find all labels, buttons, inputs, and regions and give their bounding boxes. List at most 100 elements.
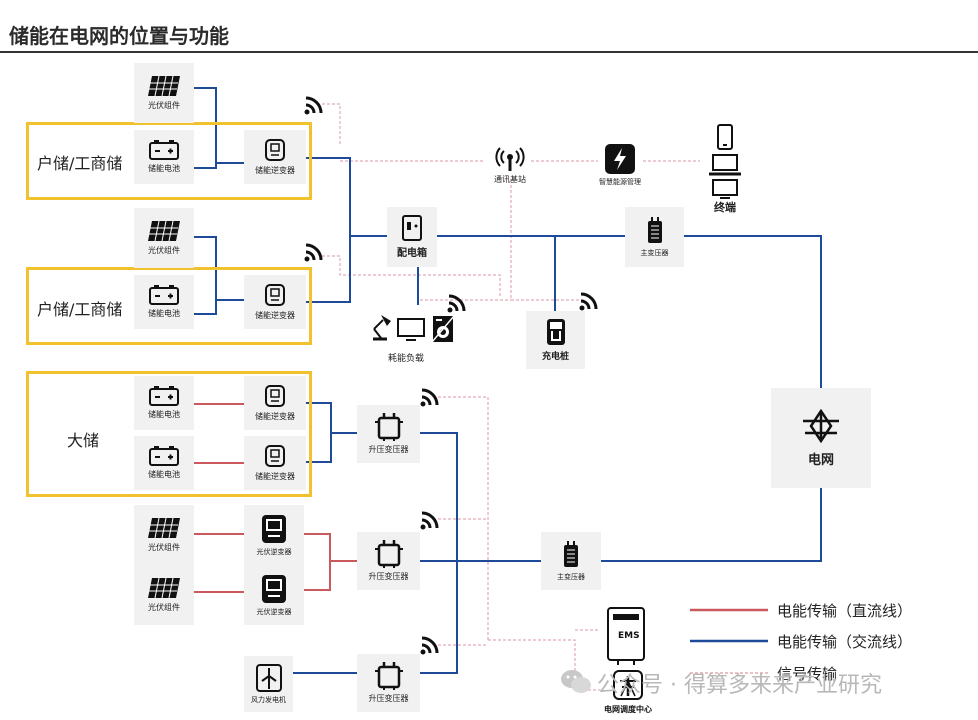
inverter-icon xyxy=(265,385,285,407)
energy-management-label: 智慧能源管理 xyxy=(599,178,641,186)
step-up-transformer-label: 升压变压器 xyxy=(368,694,409,703)
legend-signal-label: 信号传输 xyxy=(777,665,838,683)
energy-management-icon xyxy=(605,144,635,174)
solar-panel-icon xyxy=(148,75,180,97)
terminal-label: 终端 xyxy=(714,201,736,214)
battery-label: 储能电池 xyxy=(148,164,180,173)
battery-icon xyxy=(149,386,179,406)
load-devices: 耗能负载 xyxy=(365,305,465,365)
solar-panel-icon xyxy=(148,577,180,599)
pv-inverter-node: 光伏逆变器 xyxy=(244,505,304,565)
wifi-signal-icon xyxy=(304,243,323,262)
inverter-label: 储能逆变器 xyxy=(255,311,295,320)
wechat-logo-icon xyxy=(561,670,591,693)
step-up-transformer-icon xyxy=(374,413,403,441)
main-transformer-node: 主变压器 xyxy=(625,207,684,267)
pv-module-node: 光伏组件 xyxy=(134,505,194,565)
transformer-icon xyxy=(564,540,578,567)
group-household-2 xyxy=(26,267,312,345)
energy-management: 智慧能源管理 xyxy=(594,143,646,191)
pv-module-node: 光伏组件 xyxy=(134,565,194,625)
grid-icon xyxy=(803,408,839,443)
storage-inverter-node: 储能逆变器 xyxy=(244,130,306,184)
load-label: 耗能负载 xyxy=(388,354,425,364)
comm-station: 通讯基站 xyxy=(485,146,535,192)
grid-label: 电网 xyxy=(807,452,834,468)
inverter-icon xyxy=(265,445,285,467)
ems-icon xyxy=(607,607,645,665)
transformer-icon xyxy=(647,216,662,243)
group-household-1 xyxy=(26,122,312,200)
battery-icon xyxy=(149,446,179,466)
monitor-icon xyxy=(712,179,738,199)
laptop-icon xyxy=(709,154,741,176)
terminal-devices: 终端 xyxy=(700,124,750,224)
wifi-signal-icon xyxy=(420,636,439,655)
pv-module-node: 光伏组件 xyxy=(134,208,194,268)
distribution-box-node: 配电箱 xyxy=(387,207,437,267)
legend-swatches xyxy=(690,608,768,674)
ems-device: EMS xyxy=(600,606,652,666)
main-transformer-node: 主变压器 xyxy=(541,532,601,590)
battery-icon xyxy=(149,140,179,160)
grid-node: 电网 xyxy=(771,388,871,488)
step-up-transformer-node: 升压变压器 xyxy=(357,532,420,590)
pv-module-label: 光伏组件 xyxy=(148,246,180,255)
wind-turbine-icon xyxy=(255,663,282,692)
step-up-transformer-label: 升压变压器 xyxy=(368,445,409,454)
step-up-transformer-icon xyxy=(374,662,403,690)
dc-lines xyxy=(194,403,357,593)
phone-icon xyxy=(717,124,733,150)
legend-ac-label: 电能传输（交流线） xyxy=(777,633,913,651)
inverter-icon xyxy=(265,284,285,306)
step-up-transformer-label: 升压变压器 xyxy=(368,572,409,581)
pv-module-label: 光伏组件 xyxy=(148,543,180,552)
legend-dc-label: 电能传输（直流线） xyxy=(777,602,913,620)
battery-label: 储能电池 xyxy=(148,470,180,479)
dispatch-center: 电网调度中心 xyxy=(598,670,658,720)
group-large-storage xyxy=(26,371,312,497)
main-transformer-label: 主变压器 xyxy=(557,572,585,581)
inverter-icon xyxy=(265,139,285,161)
step-up-transformer-node: 升压变压器 xyxy=(357,405,420,463)
step-up-transformer-icon xyxy=(374,540,403,568)
charging-pile-label: 充电桩 xyxy=(541,352,569,362)
inverter-label: 储能逆变器 xyxy=(255,412,295,421)
pv-inverter-icon xyxy=(262,574,286,603)
storage-inverter-node: 储能逆变器 xyxy=(244,436,306,490)
dispatch-tower-icon xyxy=(613,670,643,700)
inverter-label: 储能逆变器 xyxy=(255,166,295,175)
pv-module-label: 光伏组件 xyxy=(148,603,180,612)
group-label-large: 大储 xyxy=(67,431,100,450)
antenna-icon xyxy=(495,147,525,171)
pv-inverter-label: 光伏逆变器 xyxy=(256,547,292,556)
pv-inverter-icon xyxy=(262,514,286,543)
wind-generator-label: 风力发电机 xyxy=(251,695,286,704)
pv-module-label: 光伏组件 xyxy=(148,101,180,110)
group-label-household-1: 户储/工商储 xyxy=(37,154,123,173)
charging-pile-node: 充电桩 xyxy=(526,311,585,369)
battery-node: 储能电池 xyxy=(134,130,194,184)
pv-module-node: 光伏组件 xyxy=(134,63,194,123)
battery-node: 储能电池 xyxy=(134,376,194,430)
wind-generator-node: 风力发电机 xyxy=(244,656,293,712)
wifi-signal-icon xyxy=(420,511,439,530)
step-up-transformer-node: 升压变压器 xyxy=(357,654,420,712)
battery-label: 储能电池 xyxy=(148,309,180,318)
lamp-icon xyxy=(373,315,391,341)
pv-inverter-label: 光伏逆变器 xyxy=(256,607,292,616)
signal-lines xyxy=(322,103,700,691)
wifi-signal-icon xyxy=(304,96,323,115)
watermark-text: 公众号 · 得算多来来产业研究 xyxy=(597,673,882,698)
storage-inverter-node: 储能逆变器 xyxy=(244,376,306,430)
wifi-signal-icon xyxy=(420,388,439,407)
title-rule xyxy=(0,51,978,53)
charging-pile-icon xyxy=(546,319,565,345)
battery-node: 储能电池 xyxy=(134,436,194,490)
wifi-signal-icon xyxy=(579,292,598,311)
wifi-signal-icon xyxy=(447,294,466,313)
storage-inverter-node: 储能逆变器 xyxy=(244,275,306,329)
battery-node: 储能电池 xyxy=(134,275,194,329)
washing-machine-icon xyxy=(432,315,454,343)
dispatch-center-label: 电网调度中心 xyxy=(604,705,652,714)
